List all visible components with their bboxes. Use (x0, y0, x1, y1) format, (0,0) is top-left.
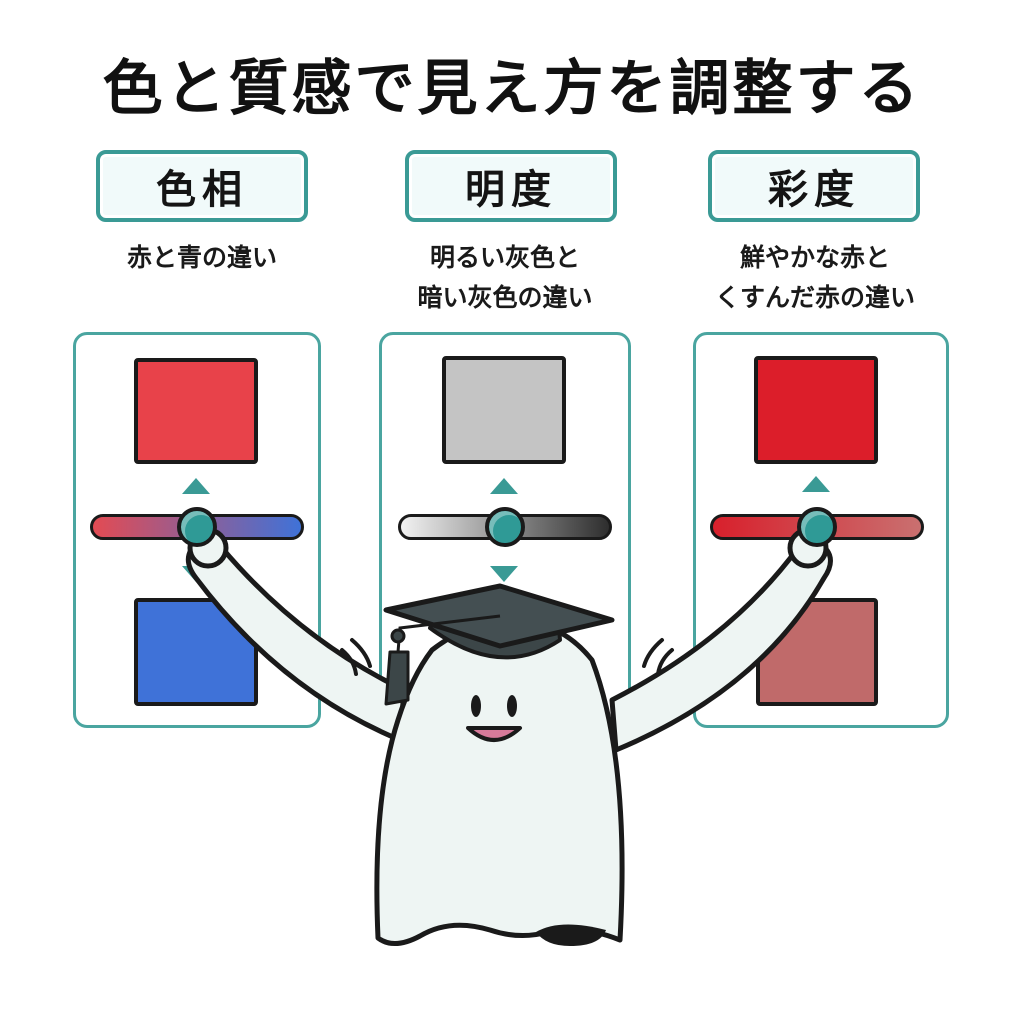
heading-saturation: 彩度 (708, 150, 920, 222)
slider-knob-icon[interactable] (177, 507, 217, 547)
swatch-saturation-top (754, 356, 878, 464)
smile-mouth (466, 726, 522, 742)
swatch-hue-top (134, 358, 258, 464)
slider-knob-icon[interactable] (797, 507, 837, 547)
down-arrow-icon (490, 566, 518, 582)
motion-mark (642, 638, 664, 668)
description-line: くすんだ赤の違い (714, 283, 915, 312)
motion-mark (350, 638, 372, 668)
swatch-lightness-top (442, 356, 566, 464)
right-eye (507, 695, 517, 717)
up-arrow-icon (802, 476, 830, 492)
description-line: 明るい灰色と (429, 243, 580, 272)
description-line: 暗い灰色の違い (417, 283, 593, 312)
page-title: 色と質感で見え方を調整する (102, 54, 922, 124)
swatch-hue-bottom (134, 598, 258, 706)
motion-mark (340, 648, 358, 676)
left-arm (185, 533, 407, 743)
mascot-body (374, 617, 625, 946)
description-saturation: 鮮やかな赤と くすんだ赤の違い (665, 238, 965, 318)
description-hue: 赤と青の違い (52, 238, 352, 278)
heading-hue: 色相 (96, 150, 308, 222)
description-line: 鮮やかな赤と (739, 243, 890, 272)
motion-mark (656, 648, 674, 676)
slider-knob-icon[interactable] (485, 507, 525, 547)
left-eye (471, 695, 481, 717)
description-lightness: 明るい灰色と 暗い灰色の違い (355, 238, 655, 318)
heading-lightness: 明度 (405, 150, 617, 222)
body-shadow (536, 924, 606, 946)
graduation-cap-icon (383, 583, 615, 706)
description-line: 赤と青の違い (126, 243, 277, 272)
right-arm (609, 535, 833, 753)
up-arrow-icon (490, 478, 518, 494)
up-arrow-icon (182, 478, 210, 494)
